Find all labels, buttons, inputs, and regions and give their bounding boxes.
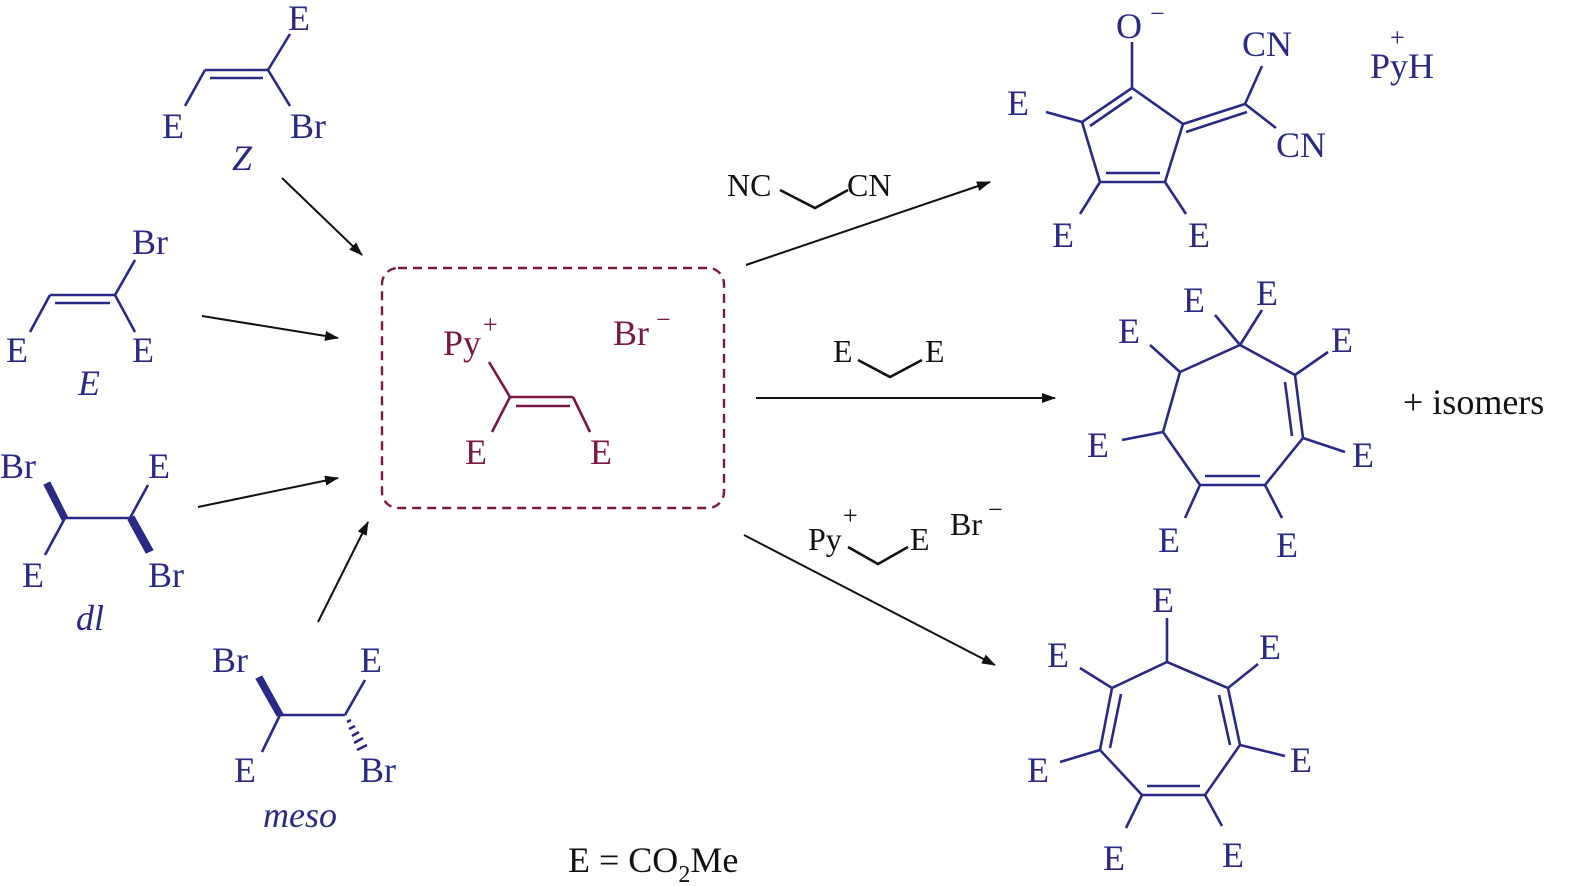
counterion: Br: [613, 313, 649, 353]
abbreviation-definition: E = CO2Me: [568, 840, 738, 886]
atom-label: Br: [0, 446, 36, 486]
stereo-label: E: [77, 363, 100, 403]
atom-label: E: [360, 640, 382, 680]
atom-label: E: [1027, 750, 1049, 790]
atom-label: E: [1183, 280, 1205, 320]
reactant-dl: Br E E Br dl: [0, 446, 184, 638]
stereo-label: Z: [232, 138, 253, 178]
atom-label: Br: [360, 750, 396, 790]
atom-label: E: [162, 106, 184, 146]
atom-label: E: [1331, 320, 1353, 360]
counterion: PyH: [1370, 46, 1434, 86]
atom-label: E: [288, 0, 310, 38]
reaction-arrow: [743, 534, 996, 666]
counterion: Br: [950, 506, 982, 542]
atom-label: Br: [212, 640, 248, 680]
atom-label: E: [1087, 425, 1109, 465]
atom-label: E: [1052, 215, 1074, 255]
reactant-meso: Br E E Br meso: [212, 640, 396, 835]
atom-label: E: [1259, 627, 1281, 667]
atom-label: E: [6, 330, 28, 370]
atom-label: CN: [847, 167, 891, 203]
stereo-label: dl: [76, 598, 104, 638]
reagent-malononitrile: NC CN: [727, 167, 891, 210]
intermediate-pyridinium-salt: Py + Br − E E: [380, 266, 726, 510]
atom-label: E: [1007, 83, 1029, 123]
reaction-arrow: [317, 521, 369, 623]
product-cyclopentadienide: O − CN CN PyH + E E E: [1007, 0, 1434, 255]
atom-label: E: [465, 432, 487, 472]
atom-label: E: [1352, 435, 1374, 475]
product-cycloheptatriene: E E E E E E E: [1027, 580, 1312, 878]
definition-subscript: 2: [678, 862, 690, 886]
reaction-arrow: [281, 177, 363, 256]
atom-label: E: [1290, 740, 1312, 780]
reactant-z-alkene: E E Br Z: [162, 0, 326, 178]
atom-label: E: [1158, 520, 1180, 560]
charge: −: [988, 495, 1003, 524]
atom-label: Py: [808, 521, 842, 557]
atom-label: E: [1276, 525, 1298, 565]
charge: +: [843, 501, 858, 530]
definition-text: E = CO: [568, 840, 678, 880]
atom-label: CN: [1276, 125, 1326, 165]
atom-label: E: [22, 555, 44, 595]
charge: −: [656, 305, 671, 334]
charge: +: [1390, 23, 1405, 52]
atom-label: E: [1152, 580, 1174, 620]
atom-label: NC: [727, 167, 771, 203]
atom-label: E: [132, 330, 154, 370]
atom-label: E: [1222, 835, 1244, 875]
stereo-label: meso: [263, 795, 337, 835]
atom-label: E: [1188, 215, 1210, 255]
reaction-arrow: [197, 475, 339, 508]
atom-label: E: [833, 333, 853, 369]
definition-text-rest: Me: [690, 840, 738, 880]
atom-label: E: [148, 446, 170, 486]
atom-label: Py: [443, 323, 481, 363]
highlight-box: [380, 266, 726, 510]
atom-label: E: [910, 521, 930, 557]
charge: +: [483, 310, 498, 339]
atom-label: Br: [290, 106, 326, 146]
atom-label: E: [590, 432, 612, 472]
reactant-e-alkene: Br E E E: [6, 222, 168, 403]
atom-label: E: [1118, 311, 1140, 351]
atom-label: E: [1256, 273, 1278, 313]
product-cycloheptadiene: E E E E E E E E: [1087, 273, 1374, 565]
reagent-diester: E E: [833, 333, 945, 379]
atom-label: O: [1116, 6, 1142, 46]
atom-label: E: [1047, 635, 1069, 675]
atom-label: E: [1103, 838, 1125, 878]
atom-label: Br: [148, 555, 184, 595]
atom-label: CN: [1242, 24, 1292, 64]
atom-label: E: [925, 333, 945, 369]
atom-label: E: [234, 750, 256, 790]
reaction-arrow: [745, 181, 991, 266]
reagent-pyridinium-ylide: Py + E Br −: [808, 495, 1003, 566]
atom-label: Br: [132, 222, 168, 262]
reaction-arrow: [201, 315, 339, 341]
charge: −: [1150, 0, 1165, 28]
isomers-note: + isomers: [1403, 382, 1544, 422]
